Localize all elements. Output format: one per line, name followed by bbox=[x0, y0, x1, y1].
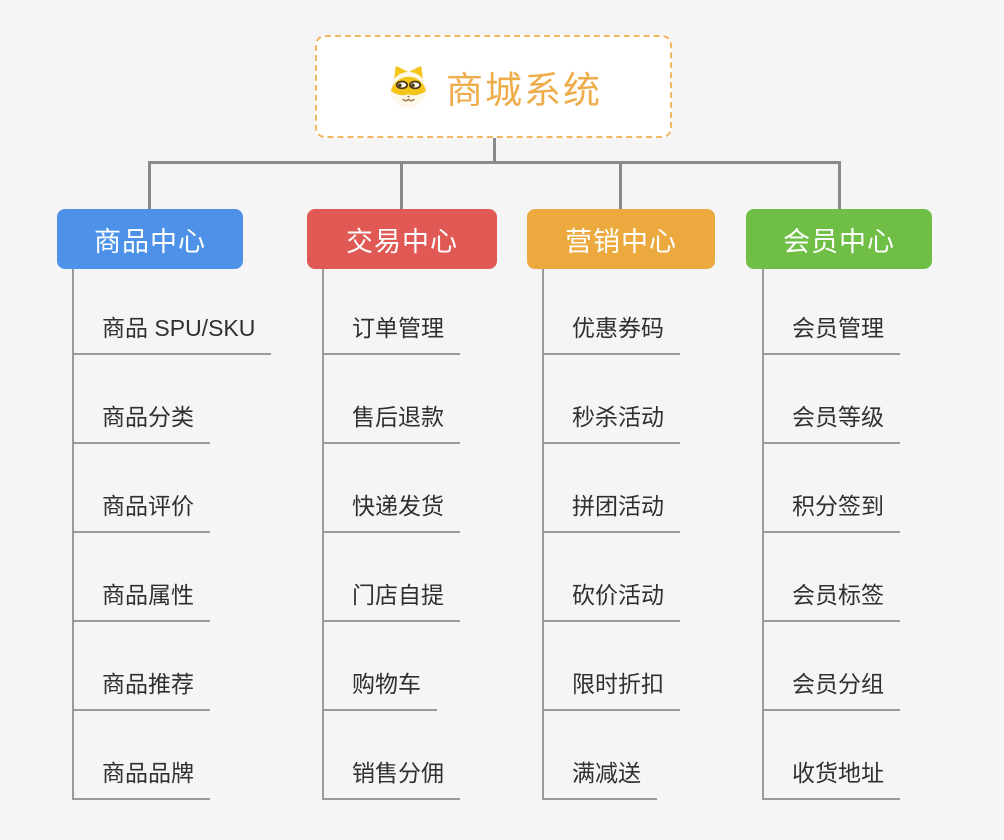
leaf-node[interactable]: 积分签到 bbox=[762, 493, 900, 533]
leaf-node[interactable]: 满减送 bbox=[542, 760, 657, 800]
branch-label: 交易中心 bbox=[346, 226, 458, 257]
leaf-node[interactable]: 商品 SPU/SKU bbox=[72, 315, 272, 355]
leaf-node[interactable]: 商品属性 bbox=[72, 582, 210, 622]
leaf-node[interactable]: 商品品牌 bbox=[72, 760, 210, 800]
leaf-node[interactable]: 拼团活动 bbox=[542, 493, 680, 533]
leaf-node[interactable]: 会员标签 bbox=[762, 582, 900, 622]
leaf-node[interactable]: 商品分类 bbox=[72, 404, 210, 444]
branch-stub-connector bbox=[148, 161, 151, 211]
leaf-node[interactable]: 快递发货 bbox=[322, 493, 460, 533]
branch-stub-connector bbox=[400, 161, 403, 211]
branch-items-connector bbox=[72, 269, 74, 800]
leaf-node[interactable]: 会员等级 bbox=[762, 404, 900, 444]
branch-node-member-center[interactable]: 会员中心 bbox=[746, 209, 932, 269]
leaf-node[interactable]: 购物车 bbox=[322, 671, 437, 711]
leaf-node[interactable]: 门店自提 bbox=[322, 582, 460, 622]
branch-node-trade-center[interactable]: 交易中心 bbox=[307, 209, 497, 269]
branch-connector-bar bbox=[148, 161, 841, 164]
branch-label: 商品中心 bbox=[94, 226, 206, 257]
leaf-node[interactable]: 砍价活动 bbox=[542, 582, 680, 622]
branch-node-product-center[interactable]: 商品中心 bbox=[57, 209, 243, 269]
leaf-node[interactable]: 会员分组 bbox=[762, 671, 900, 711]
branch-stub-connector bbox=[838, 161, 841, 211]
branch-label: 营销中心 bbox=[565, 226, 677, 257]
root-stem-connector bbox=[493, 138, 496, 164]
leaf-node[interactable]: 秒杀活动 bbox=[542, 404, 680, 444]
leaf-node[interactable]: 会员管理 bbox=[762, 315, 900, 355]
branch-items-connector bbox=[542, 269, 544, 800]
branch-label: 会员中心 bbox=[783, 226, 895, 257]
root-node[interactable]: 商城系统 bbox=[315, 35, 672, 138]
leaf-node[interactable]: 商品评价 bbox=[72, 493, 210, 533]
leaf-node[interactable]: 售后退款 bbox=[322, 404, 460, 444]
leaf-node[interactable]: 收货地址 bbox=[762, 760, 900, 800]
branch-items-connector bbox=[322, 269, 324, 800]
branch-node-marketing-center[interactable]: 营销中心 bbox=[527, 209, 715, 269]
leaf-node[interactable]: 限时折扣 bbox=[542, 671, 680, 711]
dog-face-icon bbox=[385, 65, 432, 109]
leaf-node[interactable]: 商品推荐 bbox=[72, 671, 210, 711]
branch-items-connector bbox=[762, 269, 764, 800]
branch-stub-connector bbox=[619, 161, 622, 211]
leaf-node[interactable]: 优惠券码 bbox=[542, 315, 680, 355]
root-title: 商城系统 bbox=[446, 69, 602, 111]
leaf-node[interactable]: 销售分佣 bbox=[322, 760, 460, 800]
leaf-node[interactable]: 订单管理 bbox=[322, 315, 460, 355]
